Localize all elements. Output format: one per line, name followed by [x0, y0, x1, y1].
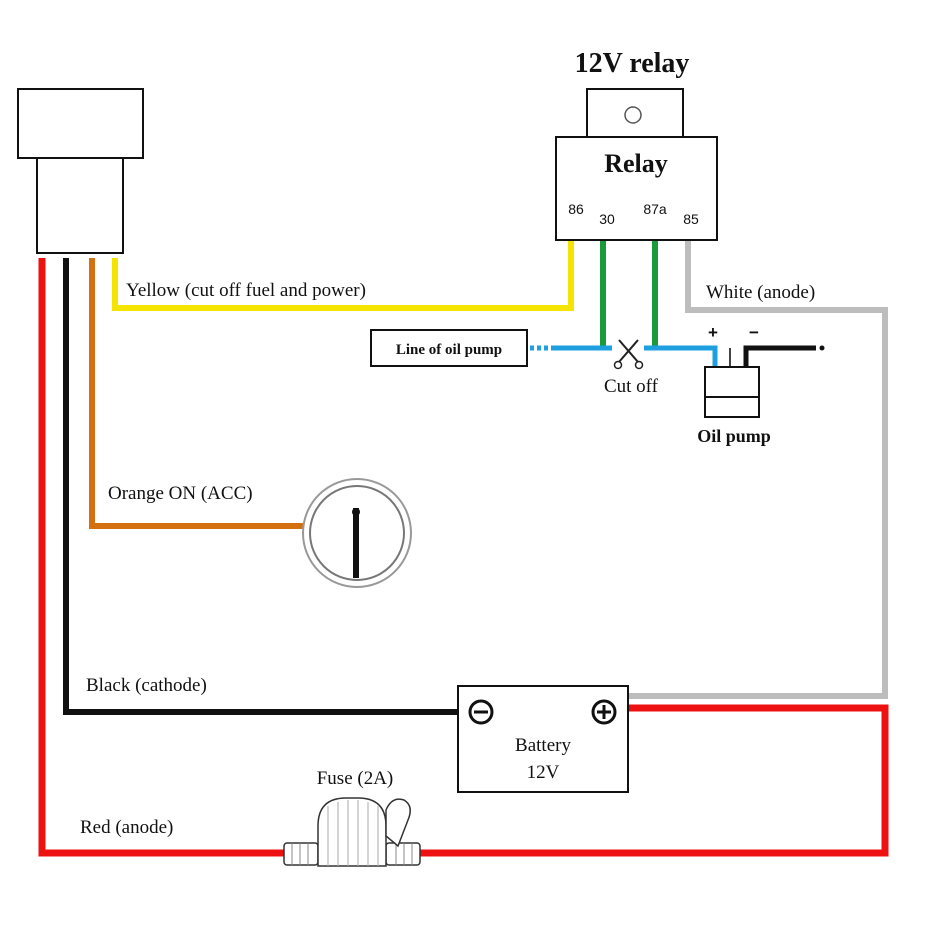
orange-wire-label: Orange ON (ACC)	[108, 483, 253, 504]
relay-label: Relay	[604, 149, 668, 178]
black-wire-label: Black (cathode)	[86, 675, 207, 696]
red-wire	[38, 258, 285, 857]
oil-pump-plus: +	[708, 323, 718, 342]
oil-line-label: Line of oil pump	[396, 342, 502, 358]
battery-positive-terminal-icon	[591, 699, 617, 725]
relay-pin-86: 86	[568, 201, 584, 217]
wire-end-dot	[819, 345, 825, 351]
red-wire-return	[420, 704, 889, 857]
oil-pump-minus: −	[749, 323, 759, 342]
oil-pump-negative-wire	[743, 345, 816, 368]
ignition-switch-icon	[302, 478, 412, 588]
tracker-device-top	[17, 88, 144, 159]
relay-body	[555, 136, 718, 241]
battery-voltage: 12V	[527, 762, 560, 783]
red-wire-label: Red (anode)	[80, 817, 173, 838]
oil-line-label-box	[370, 329, 528, 367]
white-wire	[628, 240, 888, 699]
relay-pin-30: 30	[599, 211, 615, 227]
relay-pin-85: 85	[683, 211, 699, 227]
yellow-wire	[112, 240, 574, 311]
relay-mount-hole	[624, 106, 642, 124]
fuse-icon	[283, 797, 421, 867]
relay-pin-87a: 87a	[643, 201, 667, 217]
fuse-label: Fuse (2A)	[317, 768, 394, 789]
battery-label: Battery	[515, 735, 571, 756]
oil-pump-icon	[704, 348, 760, 418]
black-wire	[63, 258, 458, 715]
yellow-wire-label: Yellow (cut off fuel and power)	[126, 280, 366, 301]
relay-title: 12V relay	[575, 48, 690, 79]
tracker-device-body	[36, 157, 124, 254]
oil-pump-label: Oil pump	[697, 426, 771, 446]
battery-negative-terminal-icon	[468, 699, 494, 725]
white-wire-label: White (anode)	[706, 282, 815, 303]
scissors-icon	[613, 339, 644, 370]
orange-wire	[89, 258, 306, 529]
oil-line-right	[644, 345, 718, 368]
cut-off-label: Cut off	[604, 376, 659, 397]
